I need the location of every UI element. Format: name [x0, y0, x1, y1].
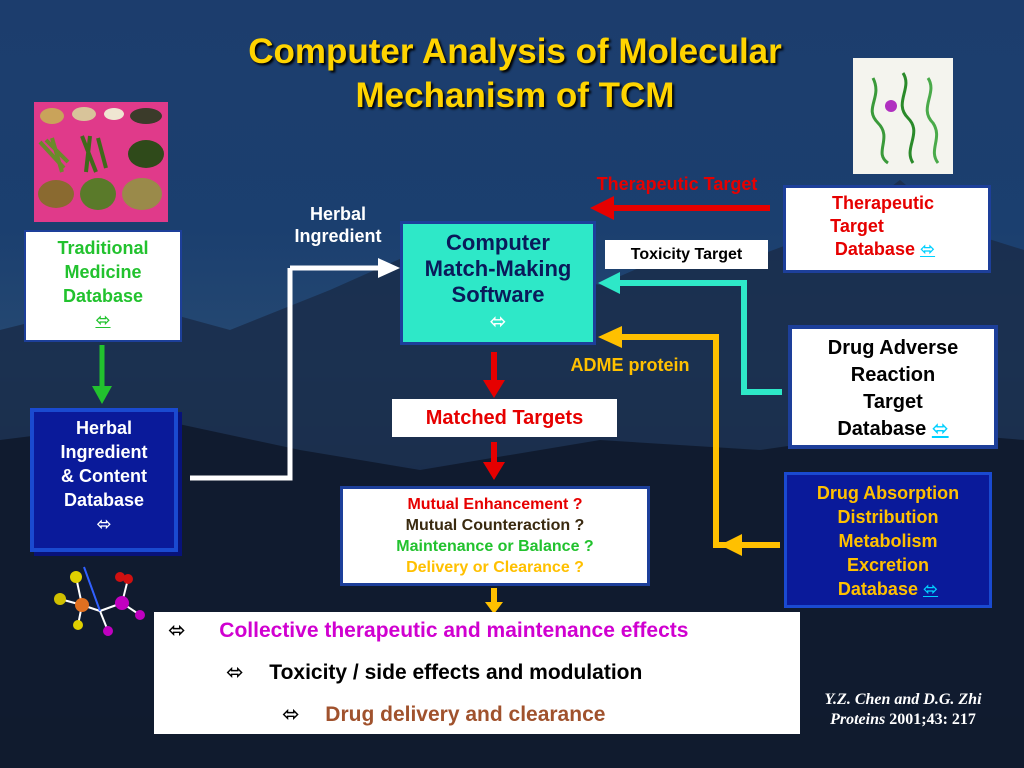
molecule-image	[48, 563, 158, 643]
adverse-reaction-database-box: Drug Adverse Reaction Target Database ⬄	[788, 325, 998, 449]
software-link-icon[interactable]: ⬄	[489, 311, 507, 333]
herbal-db-link-icon[interactable]: ⬄	[96, 514, 112, 534]
adme-db-line-1: Drug Absorption	[816, 483, 960, 503]
outcome-3-icon[interactable]: ⬄	[282, 703, 300, 726]
tcm-db-link-icon[interactable]: ⬄	[95, 310, 111, 330]
herbal-db-line-2: Ingredient	[60, 442, 148, 462]
title-line-1: Computer Analysis of Molecular	[248, 32, 782, 71]
outcomes-box: ⬄ Collective therapeutic and maintenance…	[154, 612, 800, 734]
adme-db-line-4: Excretion	[846, 555, 930, 575]
citation-journal: Proteins	[830, 711, 886, 728]
adr-line-2: Reaction	[850, 364, 936, 386]
software-line-1: Computer	[446, 230, 550, 255]
protein-structure-image	[853, 58, 953, 174]
outcome-delivery: Drug delivery and clearance	[325, 703, 606, 726]
adme-db-line-5: Database	[837, 579, 918, 599]
outcome-1-icon[interactable]: ⬄	[168, 619, 186, 642]
adme-protein-label: ADME protein	[570, 355, 690, 375]
tcm-db-line-3: Database	[62, 286, 144, 306]
question-mutual-counteraction: Mutual Counteraction ?	[405, 517, 585, 534]
matched-targets-box: Matched Targets	[392, 399, 617, 437]
citation-authors: Y.Z. Chen and D.G. Zhi	[824, 691, 982, 708]
software-line-2: Match-Making	[424, 256, 572, 281]
tcm-db-line-2: Medicine	[64, 262, 142, 282]
question-maintenance-balance: Maintenance or Balance ?	[396, 538, 594, 555]
page-title: Computer Analysis of Molecular Mechanism…	[150, 30, 880, 118]
question-mutual-enhancement: Mutual Enhancement ?	[407, 496, 583, 513]
therapeutic-target-label: Therapeutic Target	[596, 174, 758, 194]
herbal-ingredient-line-1: Herbal	[309, 204, 367, 224]
herbal-db-line-4: Database	[63, 490, 145, 510]
ttd-line-3: Database	[834, 239, 915, 259]
ttd-line-1: Therapeutic	[831, 193, 935, 213]
herbal-ingredient-label: Herbal Ingredient	[276, 203, 400, 247]
traditional-medicine-database-box: Traditional Medicine Database ⬄	[24, 230, 182, 342]
herbal-db-line-1: Herbal	[75, 418, 133, 438]
adme-db-line-3: Metabolism	[838, 531, 938, 551]
adr-line-3: Target	[863, 391, 923, 413]
ttd-link-icon[interactable]: ⬄	[919, 239, 936, 259]
adr-line-4: Database	[837, 418, 927, 440]
citation-ref: 2001;43: 217	[889, 711, 976, 728]
toxicity-target-label: Toxicity Target	[605, 240, 768, 269]
herbal-db-line-3: & Content	[61, 466, 147, 486]
adme-db-line-2: Distribution	[837, 507, 939, 527]
software-line-3: Software	[451, 282, 545, 307]
adme-db-link-icon[interactable]: ⬄	[922, 579, 939, 599]
outcome-2-icon[interactable]: ⬄	[226, 661, 244, 684]
herbs-image	[34, 102, 168, 222]
adme-database-box: Drug Absorption Distribution Metabolism …	[784, 472, 992, 608]
herbal-ingredient-database-box: Herbal Ingredient & Content Database ⬄	[30, 408, 178, 552]
therapeutic-target-database-box: Therapeutic Target Database ⬄	[783, 185, 991, 273]
question-delivery-clearance: Delivery or Clearance ?	[406, 559, 584, 576]
outcome-therapeutic: Collective therapeutic and maintenance e…	[219, 619, 689, 642]
interaction-questions-box: Mutual Enhancement ? Mutual Counteractio…	[340, 486, 650, 586]
ttd-line-2: Target	[830, 216, 884, 236]
outcome-toxicity: Toxicity / side effects and modulation	[269, 661, 643, 684]
herbal-ingredient-line-2: Ingredient	[294, 226, 382, 246]
citation: Y.Z. Chen and D.G. Zhi Proteins 2001;43:…	[800, 690, 1006, 730]
adr-link-icon[interactable]: ⬄	[931, 418, 949, 440]
title-line-2: Mechanism of TCM	[355, 76, 675, 115]
tcm-db-line-1: Traditional	[57, 238, 149, 258]
matchmaking-software-box: Computer Match-Making Software ⬄	[400, 221, 596, 345]
adr-line-1: Drug Adverse	[827, 337, 959, 359]
